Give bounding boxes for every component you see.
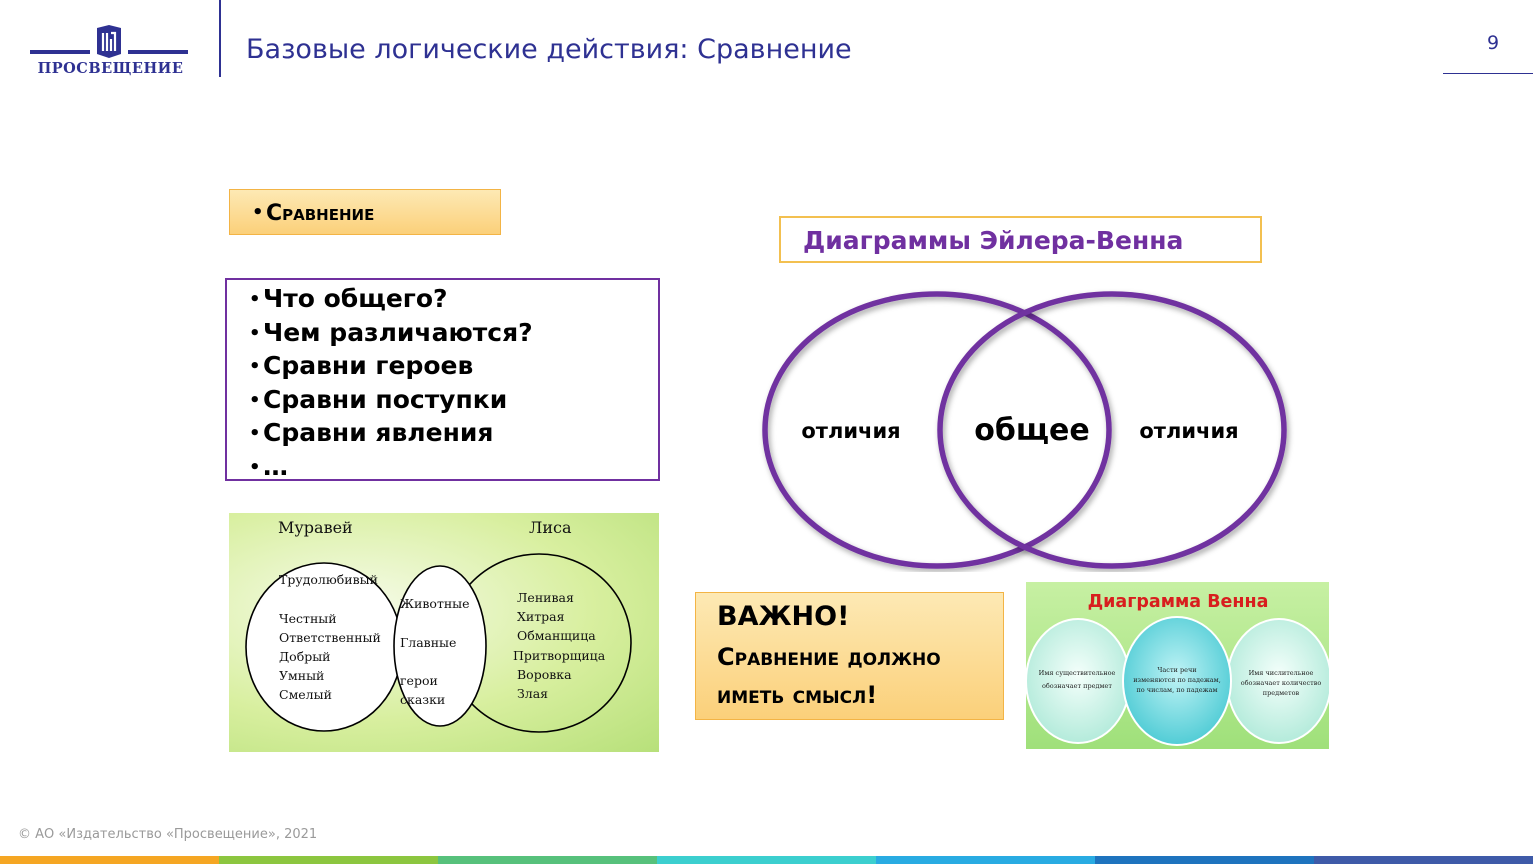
common-circle xyxy=(393,565,487,727)
footer-stripe xyxy=(0,856,219,864)
venn-center-label: общее xyxy=(974,413,1089,448)
question-item: •Сравни явления xyxy=(249,417,533,451)
logo-text: ПРОСВЕЩЕНИЕ xyxy=(37,60,184,77)
footer-stripe xyxy=(438,856,657,864)
term-item: •Сравнение xyxy=(252,201,374,226)
fox-trait: Воровка xyxy=(517,667,572,682)
common-trait: герои xyxy=(400,673,438,688)
common-trait: Главные xyxy=(400,635,456,650)
note-line-2: Сравнение должно xyxy=(717,643,941,671)
ant-trait: Трудолюбивый xyxy=(279,572,378,587)
bullet-icon: • xyxy=(252,202,264,223)
euler-venn-diagram: отличия общее отличия xyxy=(755,287,1300,572)
term-box: •Сравнение xyxy=(229,189,501,235)
venn-card-center-circle xyxy=(1122,616,1232,746)
venn-card-center-text: по числам, по падежам xyxy=(1136,686,1217,694)
venn-card-title: Диаграмма Венна xyxy=(1088,592,1269,612)
bullet-icon: • xyxy=(249,289,261,310)
common-trait: сказки xyxy=(400,692,445,707)
bullet-icon: • xyxy=(249,356,261,377)
fox-trait: Хитрая xyxy=(517,609,565,624)
venn-right-label: отличия xyxy=(1139,419,1238,443)
bullet-icon: • xyxy=(249,389,261,411)
term-label: Сравнение xyxy=(266,201,375,226)
page-number: 9 xyxy=(1486,32,1500,54)
question-text: … xyxy=(263,451,288,481)
note-line-3: иметь смысл! xyxy=(717,681,878,709)
ant-trait: Смелый xyxy=(279,687,332,702)
bullet-icon: • xyxy=(249,322,261,344)
questions-box: •Что общего? •Чем различаются? •Сравни г… xyxy=(225,278,660,481)
question-text: Сравни героев xyxy=(263,351,474,380)
logo-book-icon xyxy=(97,25,121,58)
common-trait: Животные xyxy=(400,596,470,611)
important-note-box: Важно! Сравнение должно иметь смысл! xyxy=(695,592,1004,720)
footer-stripe xyxy=(1095,856,1314,864)
venn-left-circle xyxy=(762,291,1112,569)
venn-card-image: Диаграмма Венна Имя существительное обоз… xyxy=(1026,582,1329,749)
fox-trait: Злая xyxy=(517,686,548,701)
bullet-icon: • xyxy=(249,423,261,444)
question-text: Чем различаются? xyxy=(263,317,533,347)
page-number-rule xyxy=(1443,73,1533,74)
footer-stripe xyxy=(219,856,438,864)
note-line-1: Важно! xyxy=(717,601,850,632)
venn-card-left-text: обозначает предмет xyxy=(1042,682,1112,690)
question-item: •Сравни героев xyxy=(249,350,533,384)
euler-venn-title: Диаграммы Эйлера-Венна xyxy=(803,226,1184,255)
venn-card-svg: Диаграмма Венна Имя существительное обоз… xyxy=(1026,592,1329,746)
publisher-logo: ПРОСВЕЩЕНИЕ xyxy=(28,24,193,80)
ant-title: Муравей xyxy=(278,518,353,537)
question-text: Сравни поступки xyxy=(263,384,508,414)
venn-card-center-text: изменяются по падежам, xyxy=(1133,676,1221,684)
venn-card-left-circle xyxy=(1026,618,1131,744)
venn-card-center-text: Части речи xyxy=(1157,666,1196,674)
ant-trait: Добрый xyxy=(279,649,331,664)
ant-fox-venn-image: Муравей Лиса Трудолюбивый Честный Ответс… xyxy=(229,513,659,752)
fox-title: Лиса xyxy=(529,518,572,537)
fox-trait: Обманщица xyxy=(517,628,596,643)
question-item: •Что общего? xyxy=(249,283,533,317)
question-text: Сравни явления xyxy=(263,418,494,447)
venn-card-right-text: предметов xyxy=(1263,689,1300,697)
venn-left-label: отличия xyxy=(801,419,900,443)
footer-stripe xyxy=(657,856,876,864)
euler-venn-title-box: Диаграммы Эйлера-Венна xyxy=(779,216,1262,263)
footer-color-bar xyxy=(0,856,1533,864)
question-text: Что общего? xyxy=(263,284,448,313)
footer-stripe xyxy=(1314,856,1533,864)
ant-trait: Честный xyxy=(279,611,337,626)
questions-list: •Что общего? •Чем различаются? •Сравни г… xyxy=(249,283,533,484)
logo-right-line xyxy=(128,50,188,54)
euler-venn-svg: отличия общее отличия xyxy=(762,291,1287,569)
slide-title: Базовые логические действия: Сравнение xyxy=(246,34,852,65)
venn-card-right-text: обозначает количество xyxy=(1241,679,1322,687)
ant-fox-venn-svg: Муравей Лиса Трудолюбивый Честный Ответс… xyxy=(245,518,632,733)
ant-trait: Ответственный xyxy=(279,630,381,645)
venn-right-circle xyxy=(937,291,1287,569)
question-item: •Сравни поступки xyxy=(249,384,533,418)
footer-stripe xyxy=(876,856,1095,864)
bullet-icon: • xyxy=(249,456,261,478)
logo-left-line xyxy=(30,50,90,54)
question-item: •… xyxy=(249,451,533,485)
ant-circle xyxy=(245,562,403,732)
fox-trait: Притворщица xyxy=(513,648,606,663)
ant-trait: Умный xyxy=(279,668,324,683)
venn-card-left-text: Имя существительное xyxy=(1039,669,1116,677)
header-divider xyxy=(219,0,221,77)
venn-card-right-text: Имя числительное xyxy=(1249,669,1314,677)
fox-trait: Ленивая xyxy=(517,590,574,605)
question-item: •Чем различаются? xyxy=(249,317,533,351)
copyright-text: © АО «Издательство «Просвещение», 2021 xyxy=(18,827,318,842)
